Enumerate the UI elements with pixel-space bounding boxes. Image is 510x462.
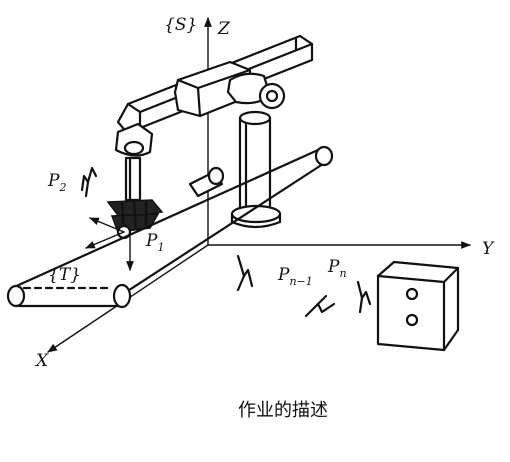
tool-frame-arrows	[85, 217, 134, 271]
pose-glyph-p2	[80, 166, 98, 198]
figure-caption: 作业的描述	[238, 400, 328, 421]
robot-column	[226, 72, 286, 229]
point-p2: P2	[47, 171, 66, 194]
cylinder-part	[188, 166, 225, 198]
point-pn-1: Pn−1	[277, 265, 313, 288]
y-axis-label: Y	[482, 239, 495, 259]
hole-upper	[405, 287, 419, 301]
z-axis-label: Z	[217, 19, 231, 39]
conveyor-belt	[6, 145, 334, 309]
robot-arm	[114, 122, 154, 202]
labels: {S} Z Y X {T} P2 P1 Pn−1 Pn 作业的描述	[34, 15, 495, 421]
pose-glyph-pn	[356, 280, 372, 314]
x-axis-label: X	[34, 351, 49, 371]
base-frame-label: {S}	[164, 15, 197, 35]
point-pn: Pn	[327, 257, 347, 280]
hole-lower	[405, 313, 419, 327]
point-p1: P1	[145, 231, 164, 254]
pose-glyph-a	[236, 254, 254, 292]
tool-frame-label: {T}	[48, 265, 81, 285]
box-target	[376, 260, 460, 352]
pose-glyph-pn1	[304, 294, 336, 318]
